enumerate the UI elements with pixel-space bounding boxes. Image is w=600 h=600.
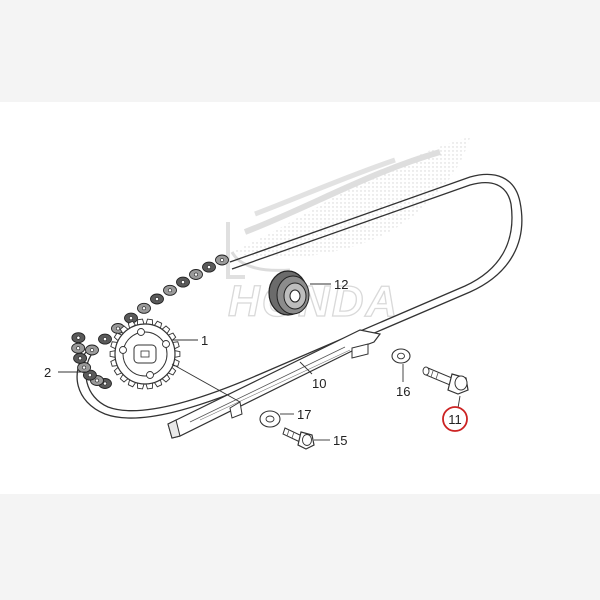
chain-link-pin	[103, 337, 107, 342]
callout-11: 11	[448, 412, 462, 427]
chain-links	[71, 254, 229, 389]
leader-1b	[171, 363, 241, 403]
part-15-bolt	[282, 427, 315, 450]
part-17-washer	[259, 410, 281, 428]
chain-link-pin	[181, 280, 185, 285]
chain-link-pin	[76, 335, 81, 340]
leader-11	[457, 395, 461, 409]
chain-link-pin	[95, 378, 99, 383]
chain-link-pin	[220, 258, 224, 262]
honda-watermark-text: HONDA	[228, 277, 399, 326]
part-10-tensioner-slider	[167, 329, 382, 439]
chain-link-pin	[142, 306, 146, 311]
callout-11-highlight-ring	[442, 406, 468, 432]
part-11-bolt	[422, 366, 469, 395]
chain-link-pin	[88, 373, 92, 378]
callout-2: 2	[44, 365, 51, 380]
chain-link-pin	[103, 381, 107, 386]
leader-10	[299, 361, 313, 375]
callout-1: 1	[201, 333, 208, 348]
chain-link-pin	[78, 356, 83, 361]
chain-link-pin	[76, 346, 81, 351]
callout-10: 10	[312, 376, 326, 391]
exploded-parts-diagram: HONDA	[44, 137, 523, 450]
chain-link-pin	[207, 265, 211, 270]
callout-16: 16	[396, 384, 410, 399]
parts-diagram-canvas: HONDA	[0, 102, 600, 494]
callout-15: 15	[333, 433, 347, 448]
chain-link-pin	[129, 316, 133, 321]
callout-17: 17	[297, 407, 311, 422]
leader-lines	[58, 283, 461, 441]
chain-link-pin	[90, 348, 94, 352]
part-12-roller	[268, 270, 310, 316]
chain-link-pin	[194, 272, 198, 277]
chain-link-pin	[155, 297, 159, 301]
part-1-sprocket	[109, 318, 181, 390]
chain-link-pin	[168, 288, 172, 293]
chain-link-pin	[82, 365, 87, 370]
callout-12: 12	[334, 277, 348, 292]
honda-wing-watermark	[226, 137, 470, 279]
part-16-washer	[391, 348, 411, 364]
chain-link-pin	[116, 326, 120, 331]
